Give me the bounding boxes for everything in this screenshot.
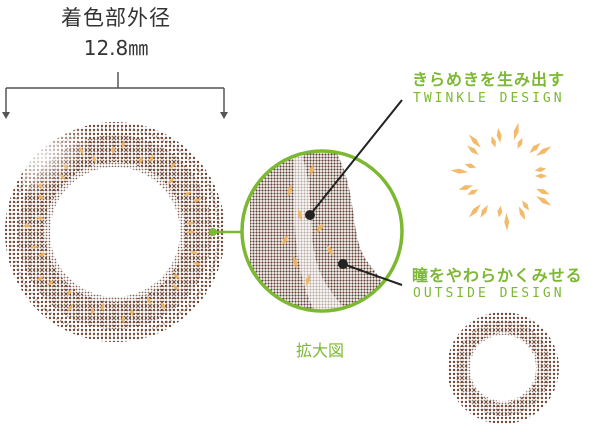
pointer-dot-outside (338, 259, 348, 269)
sparkle-icon (186, 230, 196, 234)
sparkle-icon (47, 280, 55, 286)
lens-main (5, 120, 225, 342)
sparkle-icon (458, 185, 473, 190)
sparkle-icon (297, 208, 303, 222)
sparkle-icon (121, 315, 125, 325)
sparkle-icon (450, 168, 469, 174)
sparkle-icon (186, 221, 195, 226)
sparkle-icon (517, 137, 523, 149)
diameter-value: 12.8㎜ (83, 36, 149, 60)
sparkle-icon (518, 206, 526, 221)
sparkle-icon (68, 303, 73, 312)
diameter-label: 着色部外径 (61, 6, 171, 30)
sparkle-icon (309, 163, 315, 177)
twinkle-design-sample (450, 122, 552, 231)
sparkle-icon (160, 301, 166, 310)
sparkle-icon (29, 245, 39, 249)
sparkle-icon (287, 183, 293, 197)
sparkle-icon (121, 139, 125, 149)
sparkle-icon (536, 146, 552, 156)
sparkle-icon (467, 189, 479, 195)
sparkle-icon (464, 163, 477, 169)
twinkle-design-subtitle: TWINKLE DESIGN (413, 91, 565, 106)
sparkle-icon (183, 191, 192, 196)
sparkle-icon (497, 205, 503, 218)
sparkle-icon (66, 289, 72, 297)
zoom-sparkles (281, 163, 334, 287)
twinkle-design-title: きらめきを生み出す (412, 70, 566, 89)
zoom-connector-dot (209, 228, 217, 236)
sparkle-icon (480, 204, 488, 218)
sparkle-icon (192, 198, 202, 202)
sparkle-icon (173, 273, 181, 280)
pointer-line-twinkle (309, 99, 403, 216)
sparkle-icon (535, 173, 547, 179)
sparkle-icon (90, 306, 95, 316)
sparkle-icon (529, 142, 541, 154)
sparkle-icon (513, 122, 519, 141)
sparkle-icon (305, 273, 311, 287)
outside-design-sample (447, 312, 559, 424)
bracket-arrow-right-icon (220, 112, 228, 119)
sparkle-icon (292, 255, 298, 269)
sparkle-icon (130, 307, 134, 317)
bracket-arrow-left-icon (2, 112, 10, 119)
sparkle-icon (522, 200, 530, 211)
sparkle-icon (534, 167, 547, 172)
sparkle-icon (38, 252, 47, 257)
sparkle-icon (100, 302, 105, 312)
pointer-dot-twinkle (305, 210, 315, 220)
sparkle-icon (504, 212, 510, 231)
sparkle-icon (536, 196, 552, 206)
sparkle-icon (167, 177, 175, 184)
sparkle-icon (281, 234, 289, 246)
sparkle-icon (467, 145, 479, 156)
sparkle-icon (468, 134, 481, 149)
sparkle-icon (35, 216, 45, 220)
sparkle-icon (149, 154, 154, 163)
outside-design-title: 瞳をやわらかくみせる (412, 266, 583, 285)
sparkle-icon (22, 224, 32, 228)
sparkle-icon (169, 162, 176, 170)
sparkle-icon (146, 296, 151, 305)
sparkle-icon (172, 284, 179, 291)
sparkle-icon (326, 244, 334, 256)
sparkle-icon (192, 262, 202, 266)
pointer-line-outside (342, 263, 403, 286)
diameter-bracket (5, 72, 225, 112)
zoom-view (240, 149, 404, 313)
outside-design-subtitle: OUTSIDE DESIGN (413, 286, 565, 301)
sparkle-icon (139, 156, 143, 165)
sparkle-icon (491, 136, 496, 148)
sparkle-icon (36, 275, 45, 281)
sparkle-icon (468, 203, 481, 218)
sparkle-icon (496, 127, 502, 143)
sparkle-icon (315, 223, 325, 233)
sparkle-icon (190, 250, 199, 255)
sparkle-icon (535, 188, 550, 195)
zoom-label: 拡大図 (296, 341, 345, 360)
